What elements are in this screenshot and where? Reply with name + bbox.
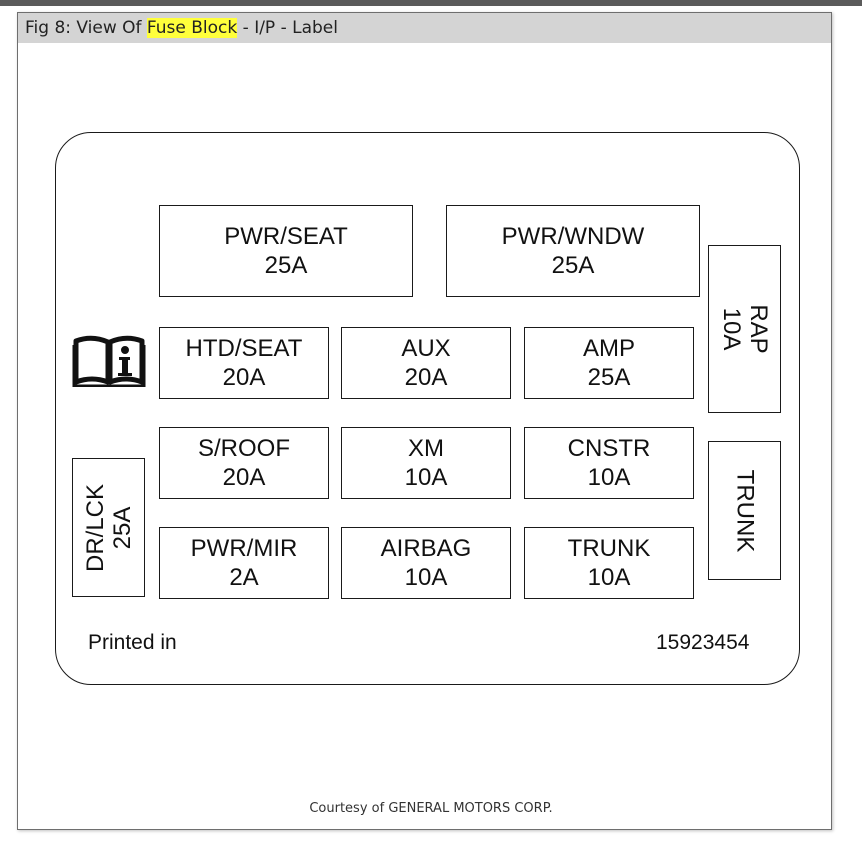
fuse-rating: 25A [264, 252, 308, 279]
fuse-rating: 10A [404, 564, 448, 591]
book-info-icon [72, 335, 146, 387]
fuse-rating: 10A [404, 464, 448, 491]
fuse-name: AMP [582, 335, 635, 362]
relay-trunk: TRUNK [708, 441, 781, 580]
fuse-name: XM [408, 435, 444, 462]
fuse-cnstr: CNSTR 10A [524, 427, 694, 499]
fuse-xm: XM 10A [341, 427, 511, 499]
fuse-s-roof: S/ROOF 20A [159, 427, 329, 499]
fuse-name: CNSTR [567, 435, 651, 462]
caption-highlight: Fuse Block [146, 18, 238, 38]
fuse-rating: 25A [551, 252, 595, 279]
fuse-htd-seat: HTD/SEAT 20A [159, 327, 329, 399]
fuse-name: HTD/SEAT [185, 335, 303, 362]
part-number: 15923454 [656, 631, 750, 654]
fuse-amp: AMP 25A [524, 327, 694, 399]
fuse-name: TRUNK [731, 469, 758, 552]
fuse-rap: RAP 10A [708, 245, 781, 413]
fuse-name: DR/LCK [81, 483, 109, 572]
fuse-airbag: AIRBAG 10A [341, 527, 511, 599]
fuse-rating: 2A [229, 564, 259, 591]
fuse-name: AIRBAG [380, 535, 472, 562]
fuse-pwr-wndw: PWR/WNDW 25A [446, 205, 700, 297]
fuse-name: PWR/SEAT [224, 223, 348, 250]
fuse-rating: 10A [587, 464, 631, 491]
fuse-rating: 20A [222, 364, 266, 391]
figure-caption: Fig 8: View Of Fuse Block - I/P - Label [18, 13, 831, 43]
courtesy-credit: Courtesy of GENERAL MOTORS CORP. [309, 801, 553, 816]
fuse-name: TRUNK [567, 535, 651, 562]
fuse-dr-lck-text: DR/LCK 25A [82, 483, 136, 571]
fuse-pwr-mir: PWR/MIR 2A [159, 527, 329, 599]
window-top-bar [0, 0, 862, 6]
fuse-aux: AUX 20A [341, 327, 511, 399]
fuse-name: PWR/MIR [190, 535, 298, 562]
fuse-name: RAP [744, 304, 772, 354]
caption-suffix: - I/P - Label [237, 18, 338, 38]
fuse-dr-lck: DR/LCK 25A [72, 458, 145, 597]
fuse-name: S/ROOF [197, 435, 290, 462]
fuse-rap-text: RAP 10A [718, 304, 772, 353]
figure-frame: Fig 8: View Of Fuse Block - I/P - Label [17, 12, 832, 830]
caption-prefix: Fig 8: View Of [25, 18, 147, 38]
fuse-rating: 25A [108, 506, 136, 549]
fuse-name: AUX [401, 335, 451, 362]
printed-in-text: Printed in [88, 631, 177, 654]
fuse-rating: 10A [717, 307, 745, 351]
fuse-rating: 20A [222, 464, 266, 491]
fuse-rating: 25A [587, 364, 631, 391]
fuse-rating: 10A [587, 564, 631, 591]
relay-trunk-text: TRUNK [731, 469, 758, 552]
fuse-name: PWR/WNDW [501, 223, 645, 250]
fuse-pwr-seat: PWR/SEAT 25A [159, 205, 413, 297]
fuse-rating: 20A [404, 364, 448, 391]
fuse-trunk: TRUNK 10A [524, 527, 694, 599]
